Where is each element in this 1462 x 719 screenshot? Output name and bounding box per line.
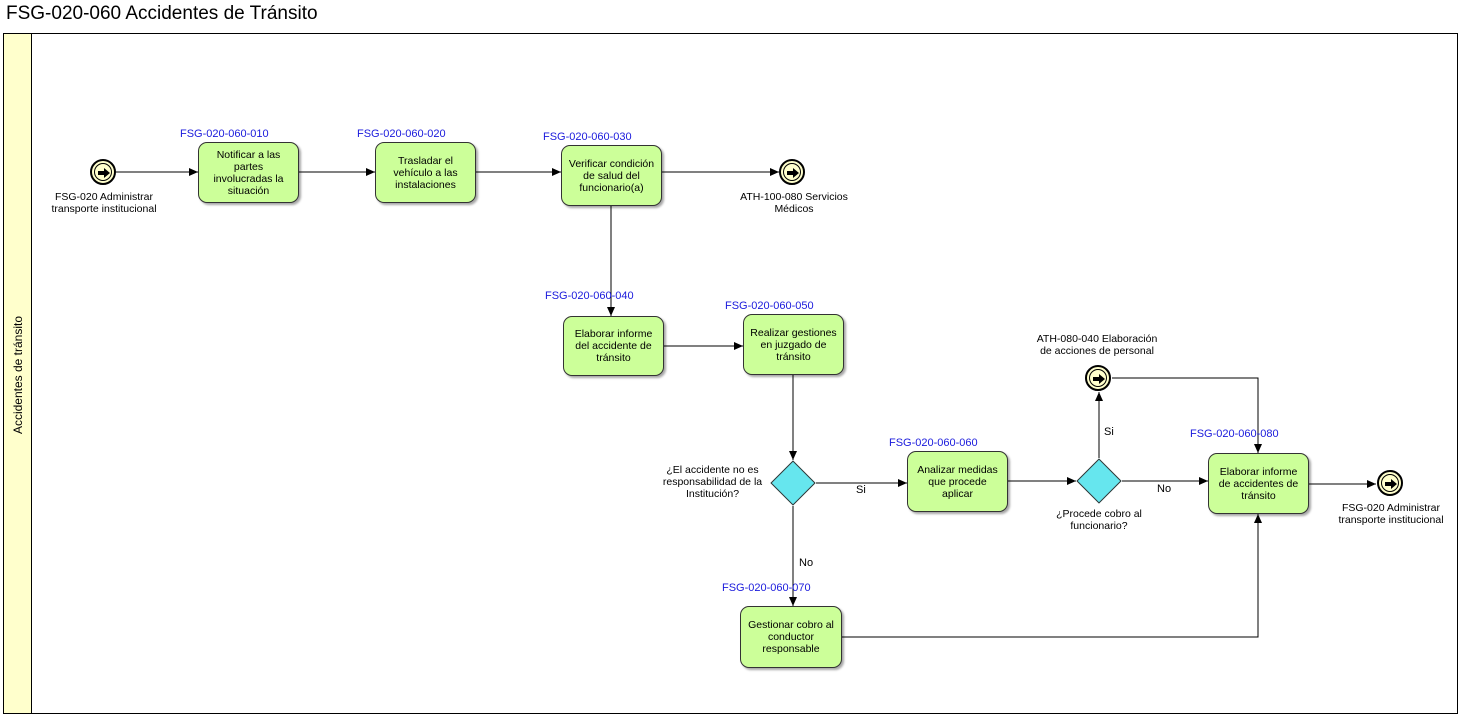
task-040[interactable]: Elaborar informe del accidente de tránsi… [563,316,664,376]
task-020-id: FSG-020-060-020 [357,128,446,140]
task-070-id: FSG-020-060-070 [722,582,811,594]
task-020[interactable]: Trasladar el vehículo a las instalacione… [375,142,476,203]
task-010[interactable]: Notificar a las partes involucradas la s… [198,142,299,203]
flow-label-gw1-yes: Si [856,484,866,496]
task-030-id: FSG-020-060-030 [543,131,632,143]
flow-ath080-to-080 [1112,377,1262,453]
task-050-id: FSG-020-060-050 [725,300,814,312]
lane-header: Accidentes de tránsito [3,33,32,714]
ath080-event-icon[interactable] [1085,365,1111,391]
flow-label-gw2-yes: Si [1104,426,1114,438]
flow-070-to-080 [842,514,1262,638]
task-080-id: FSG-020-060-080 [1190,428,1279,440]
ath100-event-icon[interactable] [779,159,805,185]
start-event-icon[interactable] [90,159,116,185]
task-030[interactable]: Verificar condición de salud del funcion… [561,145,662,206]
page-title: FSG-020-060 Accidentes de Tránsito [6,3,318,24]
flow-label-gw1-no: No [799,557,814,569]
task-060[interactable]: Analizar medidas que procede aplicar [907,451,1008,512]
task-060-id: FSG-020-060-060 [889,437,978,449]
end-event-icon[interactable] [1377,470,1403,496]
task-070[interactable]: Gestionar cobro al conductor responsable [740,606,842,668]
task-080[interactable]: Elaborar informe de accidentes de tránsi… [1208,453,1309,514]
task-040-id: FSG-020-060-040 [545,290,634,302]
flow-label-gw2-no: No [1157,483,1172,495]
task-010-id: FSG-020-060-010 [180,128,269,140]
task-050[interactable]: Realizar gestiones en juzgado de tránsit… [743,314,844,375]
